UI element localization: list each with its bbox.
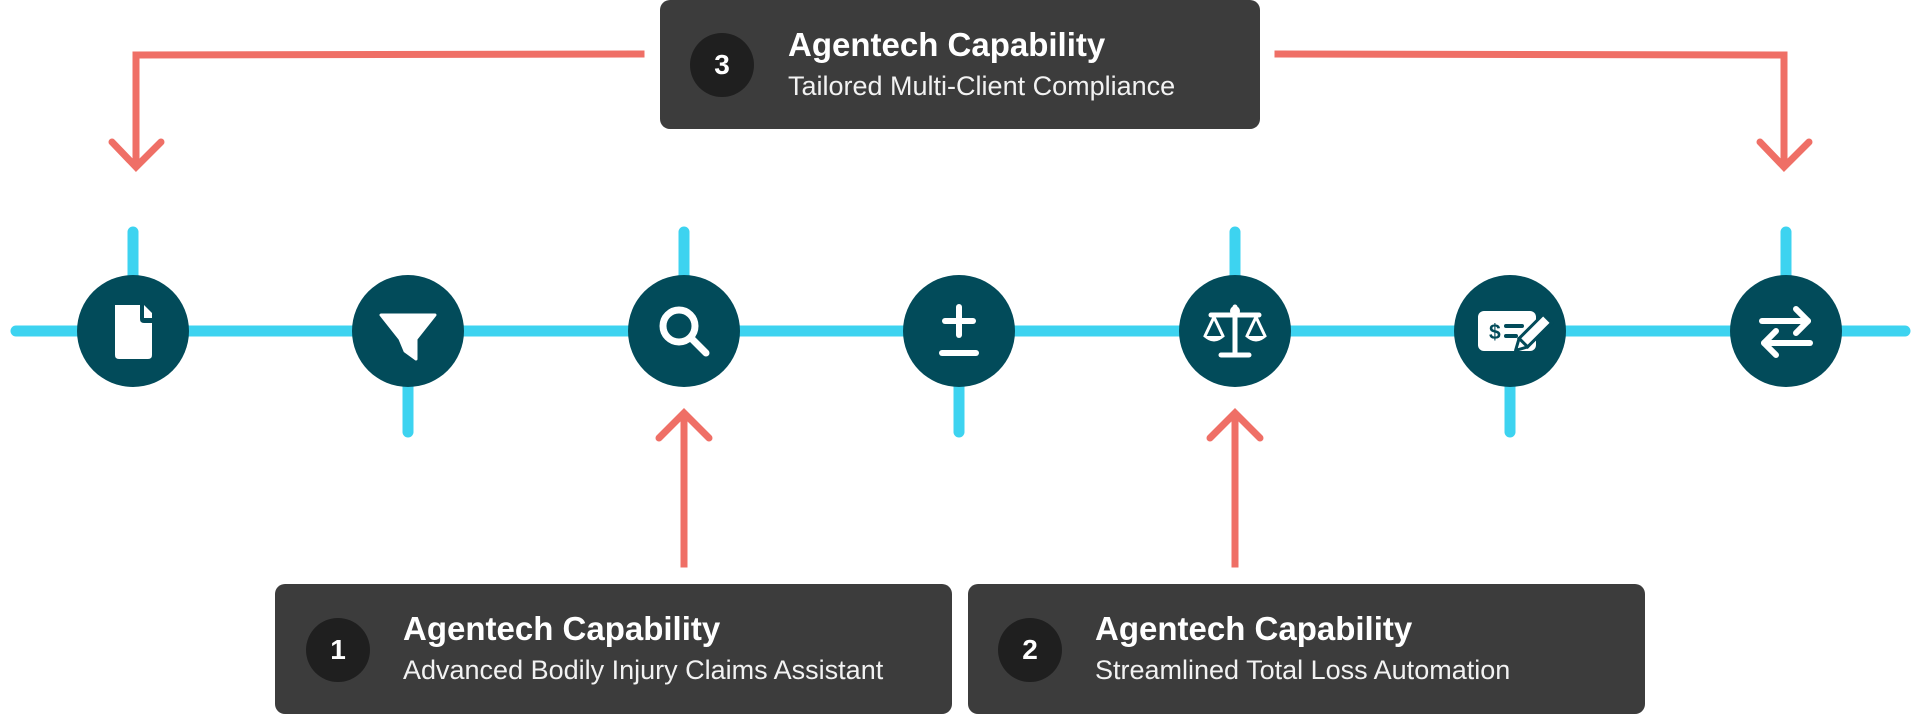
plus-minus-icon (939, 304, 979, 356)
file-icon (115, 305, 152, 359)
capability-subtitle: Advanced Bodily Injury Claims Assistant (403, 655, 884, 685)
step-node (1179, 275, 1291, 387)
step-node (352, 275, 464, 387)
arrow-to-first-step (132, 50, 645, 167)
capability-subtitle: Tailored Multi-Client Compliance (788, 71, 1176, 101)
capability-number-badge: 1 (306, 618, 370, 682)
capability-number-badge: 3 (690, 33, 754, 97)
exchange-arrows-icon (1759, 306, 1813, 358)
step-node: $ (1454, 275, 1566, 387)
capability-subtitle: Streamlined Total Loss Automation (1095, 655, 1511, 685)
arrow-head (108, 138, 165, 173)
capability-title: Agentech Capability (788, 26, 1106, 63)
arrows (108, 50, 1813, 568)
check-payment-icon: $ (1478, 311, 1554, 352)
capability-title: Agentech Capability (1095, 610, 1413, 647)
scales-icon (1203, 304, 1267, 358)
arrow-to-last-step (1274, 50, 1788, 167)
nodes: $ (77, 275, 1842, 387)
svg-text:$: $ (1489, 321, 1501, 344)
capability-box-2: 2 Agentech Capability Streamlined Total … (968, 584, 1645, 714)
capability-number-badge: 2 (998, 618, 1062, 682)
arrow-head (655, 408, 713, 442)
arrow-head (1756, 138, 1813, 173)
search-icon (659, 306, 710, 357)
funnel-icon (379, 313, 437, 361)
capability-box-3: 3 Agentech Capability Tailored Multi-Cli… (660, 0, 1260, 129)
capability-box-1: 1 Agentech Capability Advanced Bodily In… (275, 584, 952, 714)
capability-title: Agentech Capability (403, 610, 721, 647)
step-node (628, 275, 740, 387)
step-node (1730, 275, 1842, 387)
step-node (77, 275, 189, 387)
step-node (903, 275, 1015, 387)
arrow-head (1206, 408, 1264, 442)
